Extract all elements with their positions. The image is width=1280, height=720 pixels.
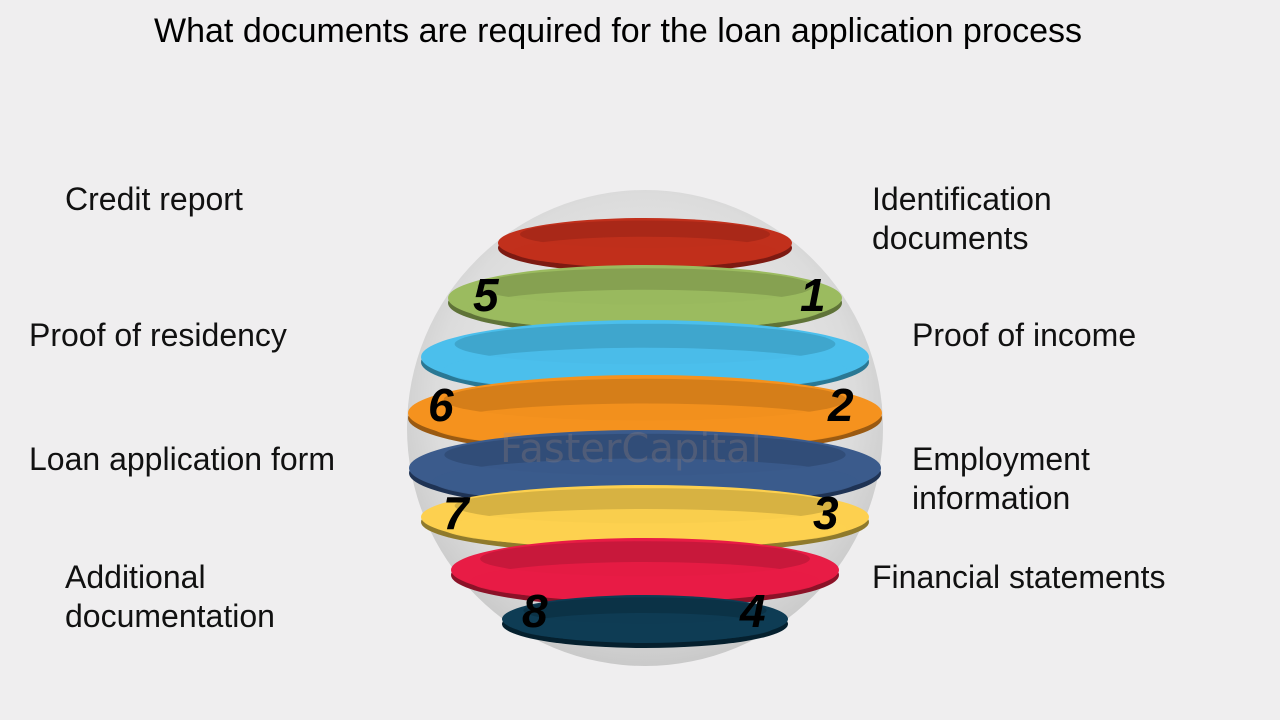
number-7: 7 [443, 487, 469, 539]
layer-highlight [467, 289, 823, 330]
label-identification-documents: Identification documents [872, 181, 1052, 256]
number-5: 5 [473, 269, 499, 321]
label-credit-report: Credit report [65, 181, 243, 217]
label-employment-information: Employment information [912, 441, 1090, 516]
number-2: 2 [828, 379, 854, 431]
page-title: What documents are required for the loan… [154, 12, 1082, 50]
number-1: 1 [800, 269, 826, 321]
label-proof-of-residency: Proof of residency [29, 317, 287, 353]
layer-yellow [421, 485, 869, 554]
layer-red [498, 218, 792, 273]
number-3: 3 [813, 487, 839, 539]
number-4: 4 [740, 585, 766, 637]
layer-highlight [512, 236, 778, 267]
layer-highlight [516, 613, 774, 642]
layer-dark-teal [502, 595, 788, 648]
label-loan-application-form: Loan application form [29, 441, 335, 477]
label-financial-statements: Financial statements [872, 559, 1166, 595]
number-8: 8 [522, 585, 548, 637]
number-6: 6 [428, 379, 454, 431]
watermark-logo: FasterCapital [500, 426, 762, 472]
layer-highlight [470, 562, 820, 601]
label-additional-documentation: Additional documentation [65, 559, 275, 634]
layer-green [448, 265, 842, 336]
label-proof-of-income: Proof of income [912, 317, 1137, 353]
layer-highlight [443, 509, 847, 548]
layer-crimson [451, 538, 839, 607]
